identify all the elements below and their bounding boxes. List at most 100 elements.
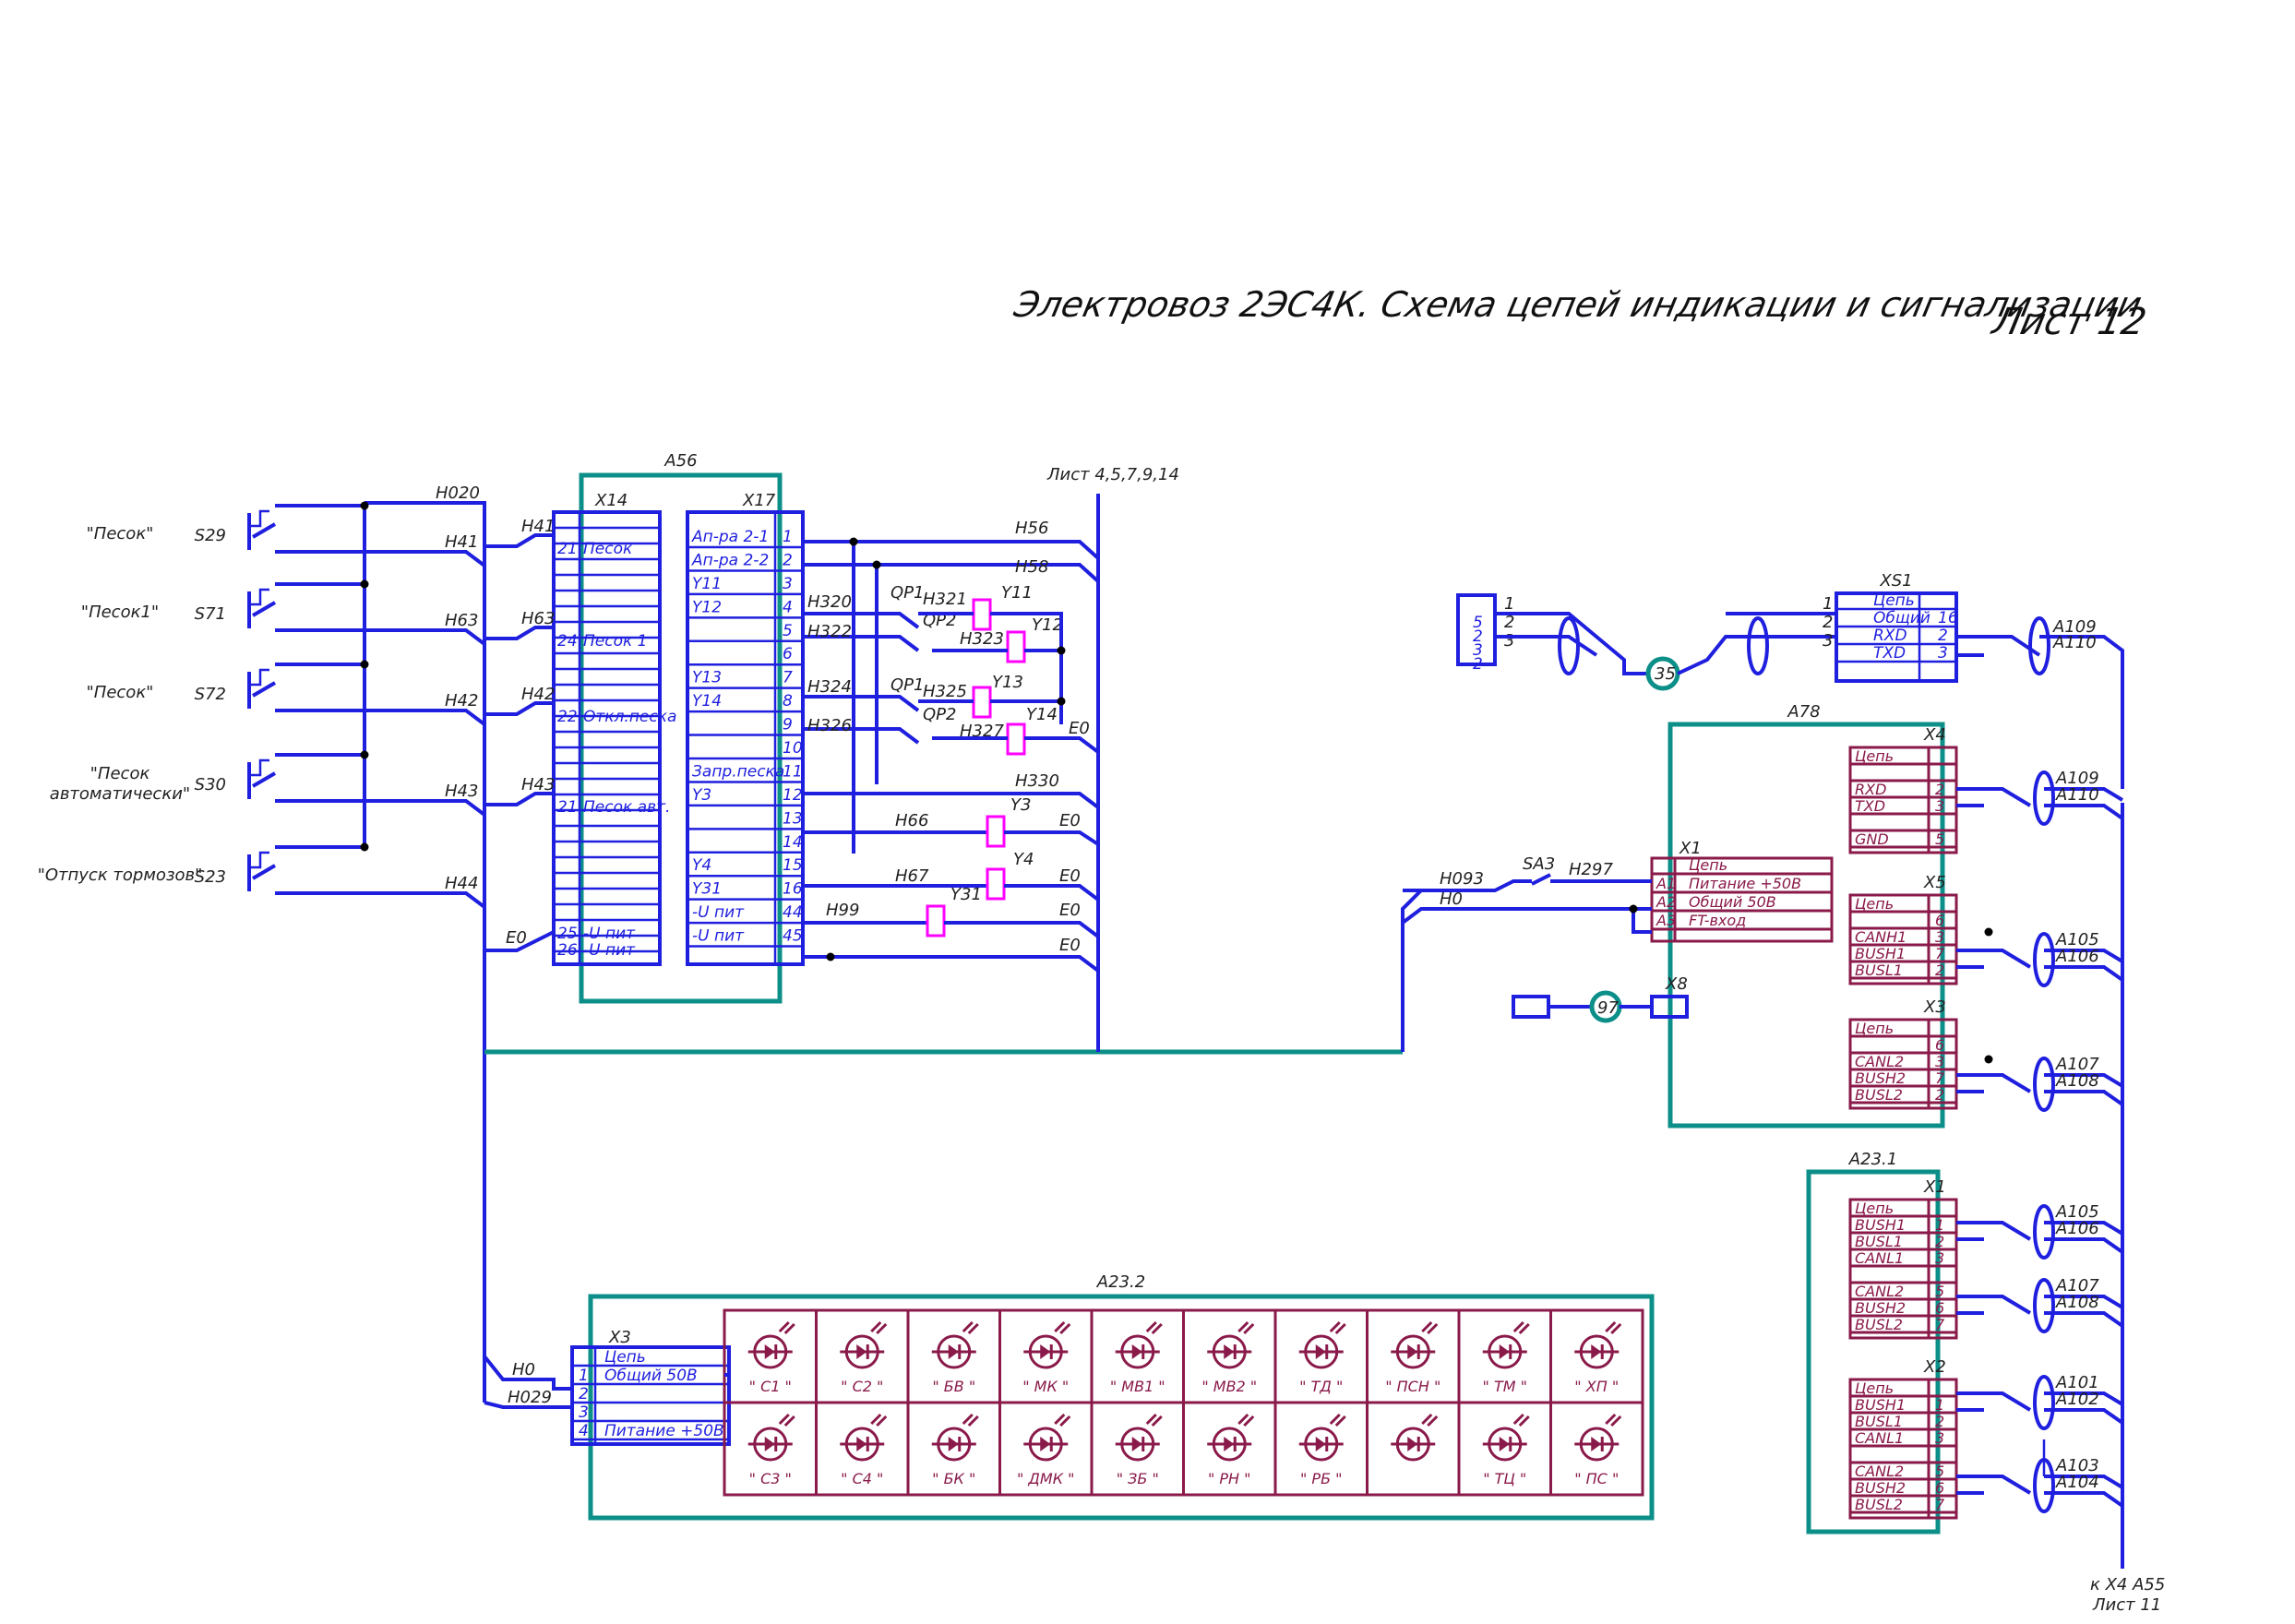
a231-x1-pin: 2	[1935, 1233, 1944, 1250]
x14-connector	[552, 510, 662, 966]
xs1-pin: 16	[1938, 609, 1958, 627]
wire-to-x14	[484, 533, 554, 548]
switch-ref: S71	[195, 604, 226, 624]
x17-pin: 10	[783, 739, 803, 758]
wire-label: Н41	[521, 517, 555, 536]
wire-segment	[2044, 1391, 2124, 1406]
wire-label: Н093	[1440, 869, 1484, 889]
x14-pin: 26	[557, 941, 578, 960]
x14-pin: 21	[557, 798, 578, 817]
wire-label: А110	[2055, 785, 2099, 805]
x14-pin: 21	[557, 540, 578, 558]
x17-signal: -U пит	[692, 903, 745, 922]
wire-label: Н99	[826, 901, 859, 920]
a231-x2-pin: 2	[1935, 1413, 1944, 1430]
x3-signal: Цепь	[604, 1348, 646, 1367]
a78-x3-connector	[1848, 1018, 1958, 1110]
cable-node-label: 97	[1597, 998, 1619, 1018]
a78-frame	[1667, 722, 1945, 1128]
wire-segment	[1401, 907, 1652, 934]
wire-segment	[803, 540, 1100, 560]
led-ray	[1512, 1320, 1524, 1333]
x3-title: Х3	[608, 1328, 631, 1347]
a78-x4-signal: TXD	[1855, 797, 1885, 815]
led-caption: " РН "	[1208, 1470, 1251, 1487]
wire-segment	[1956, 1221, 2032, 1241]
led-ray	[1145, 1320, 1157, 1333]
a231-x2-pin: 6	[1935, 1479, 1944, 1497]
a78-x5-signal: BUSH1	[1855, 945, 1906, 962]
xs1-pin: 2	[1504, 613, 1514, 632]
relay-ref: QP1	[891, 583, 924, 603]
xs1-signal: TXD	[1873, 644, 1906, 663]
wire-label: Н58	[1015, 557, 1048, 577]
x17-pin: 4	[783, 598, 793, 616]
x17-signal: Y11	[692, 575, 722, 593]
a78-x3-signal: BUSH2	[1855, 1069, 1906, 1087]
wire-label: Е0	[1059, 866, 1081, 886]
x14-pin: 25	[557, 925, 578, 943]
wire-label: А107	[2055, 1055, 2099, 1074]
wire-label: Н63	[521, 609, 555, 628]
led-caption: " С1 "	[749, 1378, 792, 1395]
switch-caption: "Песок"	[87, 524, 154, 543]
wire-segment	[1403, 879, 1532, 892]
wire-label: А106	[2055, 1219, 2099, 1238]
x14-signal: -U пит	[583, 925, 636, 943]
wire-label: Н330	[1015, 771, 1059, 791]
a78-x4-pin: 3	[1935, 797, 1944, 815]
xs1-pin: 3	[1504, 631, 1514, 651]
coil-ref: Y4	[1013, 850, 1034, 869]
wire-label: Н42	[521, 685, 555, 704]
x1-pin: А2	[1656, 893, 1676, 911]
x17-signal: Y4	[692, 856, 711, 875]
led-diode-icon	[1040, 1437, 1051, 1451]
wire-segment	[803, 695, 920, 712]
wire-label: А108	[2055, 1071, 2099, 1091]
wire-label: Е0	[1059, 811, 1081, 830]
relay-ref: QP1	[891, 675, 924, 695]
wire-label: А107	[2055, 1276, 2099, 1296]
led-ray	[1518, 1322, 1530, 1335]
wire-label-e0: Е0	[506, 928, 527, 948]
wire-label: Н56	[1015, 519, 1048, 538]
wire-label: Н0	[512, 1360, 535, 1379]
wire-label: Н325	[923, 682, 967, 701]
ref-note: к Х4 А55	[2090, 1575, 2165, 1594]
cable-shield-ellipse	[2033, 770, 2055, 826]
a78-x1-connector	[1650, 856, 1834, 943]
x14-signal: -U пит	[583, 941, 636, 960]
switch-contact	[251, 771, 277, 788]
x17-signal: Y12	[692, 598, 722, 616]
x17-pin: 14	[783, 833, 803, 852]
led-ray	[1054, 1320, 1066, 1333]
xs1-signal: Общий	[1873, 609, 1930, 627]
switch-contact	[251, 864, 277, 880]
wire-segment	[2044, 1221, 2124, 1236]
wire-segment	[2044, 965, 2124, 982]
wire-switch-out	[275, 628, 486, 646]
x17-pin: 11	[783, 762, 803, 781]
coil-ref: Y14	[1026, 705, 1058, 724]
wire-segment	[2044, 1295, 2124, 1309]
wire-label: Н323	[960, 629, 1004, 649]
x17-pin: 1	[783, 528, 793, 546]
x17-title: Х17	[742, 491, 776, 510]
switch-contact	[251, 681, 277, 698]
wire-segment	[2044, 1491, 2124, 1508]
coil-y31	[926, 904, 946, 937]
x17-pin: 8	[783, 692, 793, 710]
led-ray	[778, 1320, 790, 1333]
wire-label: Н297	[1569, 860, 1613, 879]
xs1-pin: 1	[1823, 594, 1833, 614]
wire-segment	[1956, 949, 2032, 969]
a78-x3-title: Х3	[1923, 997, 1946, 1017]
coil-y3	[986, 815, 1006, 848]
led-diode-icon	[1407, 1437, 1418, 1451]
wire-label: А104	[2055, 1473, 2099, 1492]
a78-x5-pin: 3	[1935, 928, 1944, 946]
xs1-pin: 1	[1504, 594, 1514, 614]
led-diode-icon	[1224, 1437, 1235, 1451]
wire-label: Н320	[807, 592, 852, 612]
wire-label: А109	[2052, 617, 2097, 637]
